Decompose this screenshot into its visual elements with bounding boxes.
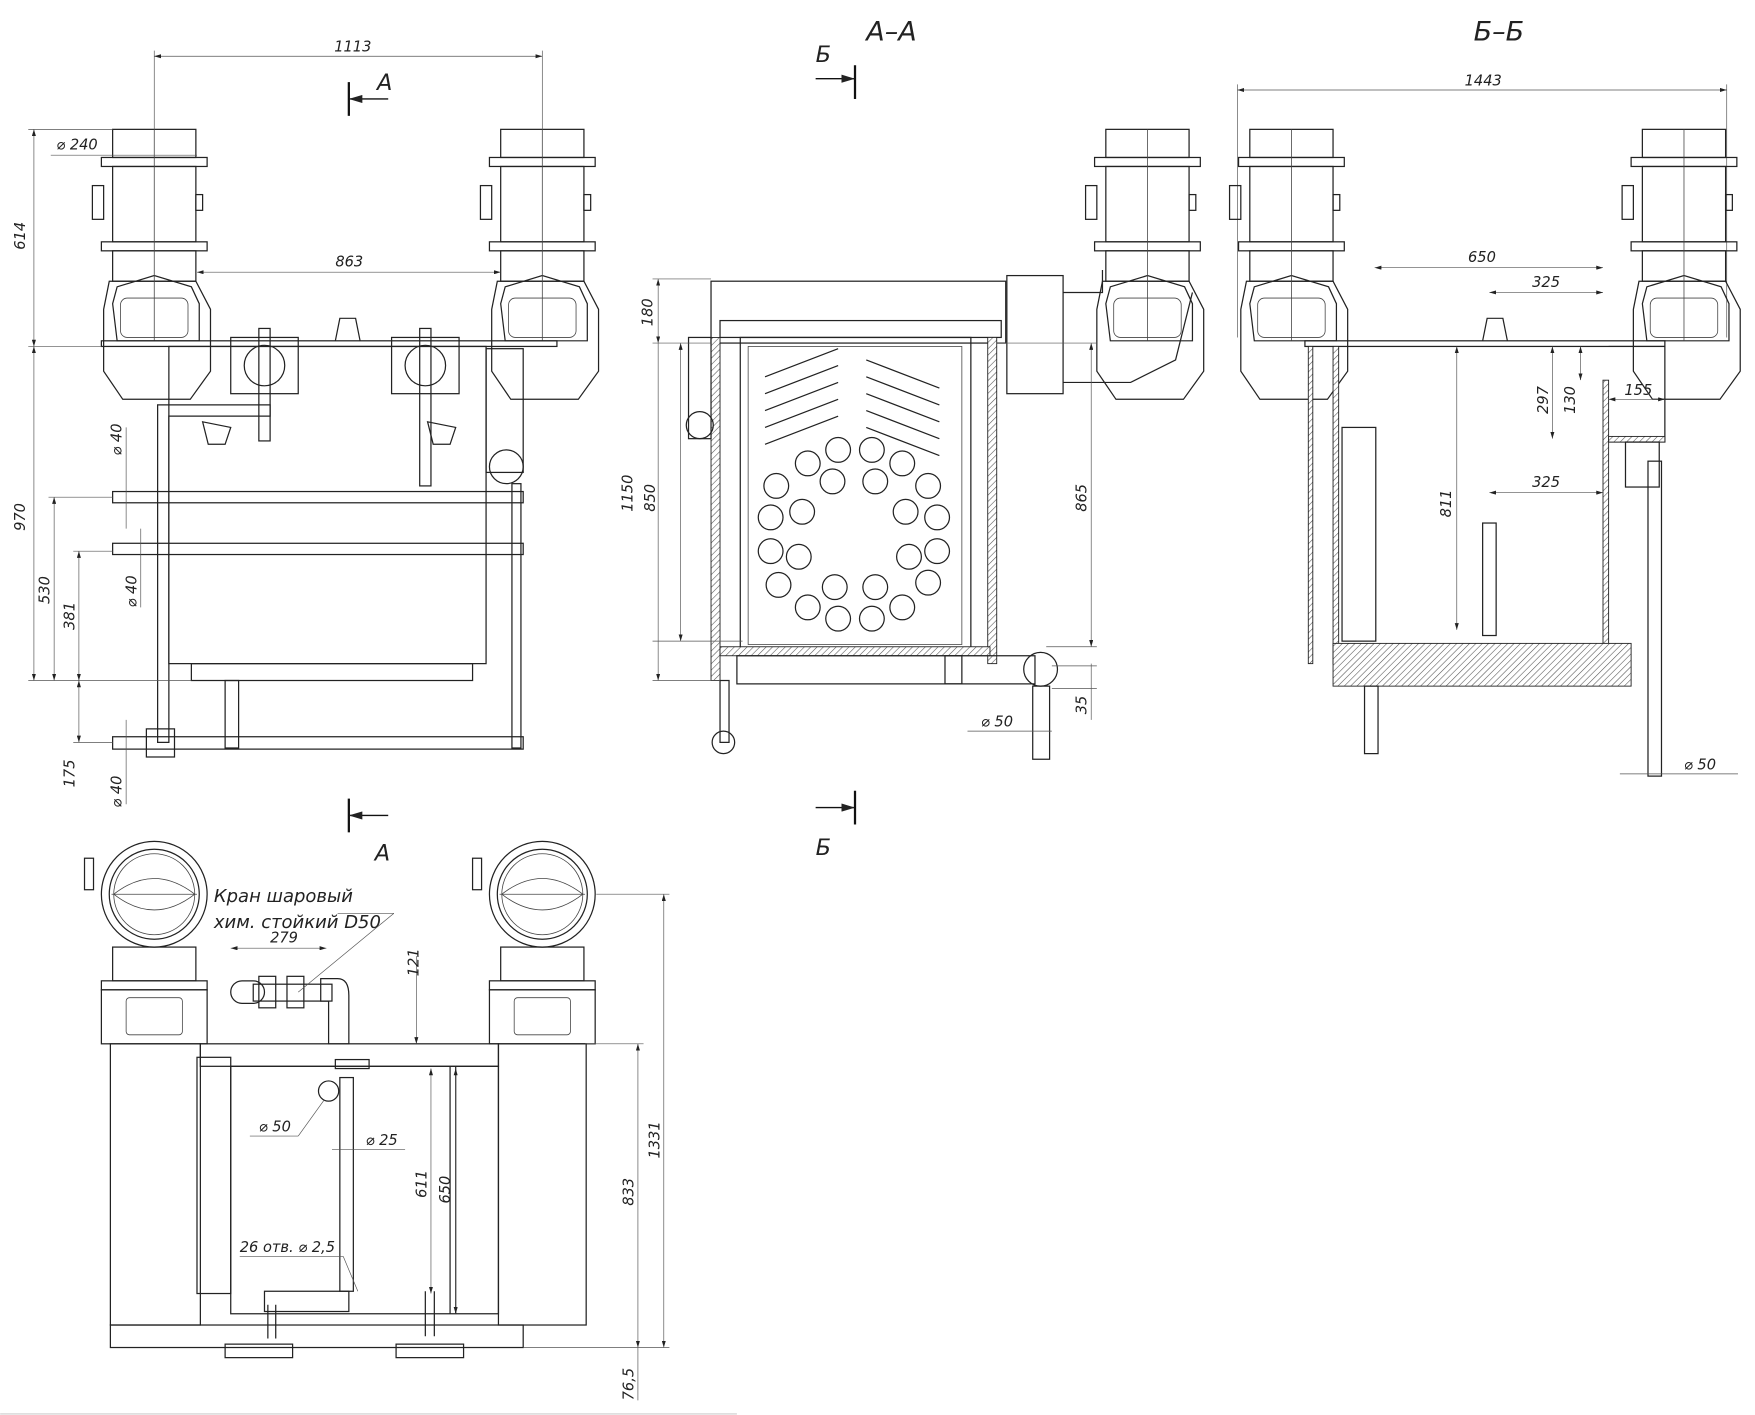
dim-76-5: 76,5	[620, 1368, 637, 1401]
dim-d240: ⌀ 240	[56, 137, 97, 154]
dim-811: 811	[1438, 490, 1455, 518]
section-mark-b-top: Б	[816, 42, 831, 68]
dim-121: 121	[406, 948, 423, 976]
dim-863: 863	[335, 254, 363, 271]
dim-614: 614	[12, 222, 29, 250]
section-title-bb: Б–Б	[1474, 16, 1525, 47]
dim-833: 833	[620, 1178, 637, 1206]
dim-530: 530	[37, 576, 54, 604]
dim-d25: ⌀ 25	[366, 1132, 398, 1149]
dim-970: 970	[12, 503, 29, 531]
plan-view: Кран шаровый хим. стойкий D50 279 121 ⌀ …	[0, 840, 737, 1415]
dim-175: 175	[61, 759, 78, 787]
dim-180: 180	[640, 298, 657, 326]
dim-865: 865	[1074, 484, 1091, 512]
dim-650-bb: 650	[1468, 249, 1496, 266]
section-mark-a-bottom: A	[373, 840, 390, 866]
dim-381: 381	[61, 602, 78, 630]
valve-callout-line2: хим. стойкий D50	[213, 912, 381, 933]
dim-d40-c: ⌀ 40	[109, 776, 126, 808]
valve-right	[390, 327, 460, 487]
dim-d40-a: ⌀ 40	[109, 424, 126, 456]
dim-35: 35	[1074, 696, 1091, 715]
dim-d50-bb: ⌀ 50	[1684, 756, 1716, 773]
section-mark-b-bottom: Б	[816, 835, 831, 861]
dim-1113: 1113	[334, 39, 371, 56]
dim-d50-plan: ⌀ 50	[259, 1119, 291, 1136]
ball-valve	[230, 975, 350, 1045]
front-view: 1113 863 ⌀ 240 614 970 530 381 175 ⌀ 40 …	[12, 39, 600, 866]
dim-1331: 1331	[646, 1121, 663, 1158]
dim-325-top: 325	[1532, 274, 1560, 291]
section-b-b: Б–Б 1443 650 325 325 297 130 155 811 ⌀ 5…	[1228, 16, 1741, 777]
dim-d40-b: ⌀ 40	[123, 575, 140, 607]
dim-611: 611	[413, 1170, 430, 1198]
dim-d50-aa: ⌀ 50	[981, 714, 1013, 731]
dim-650-plan: 650	[437, 1176, 454, 1204]
dim-325-bottom: 325	[1532, 474, 1560, 491]
section-mark-a-top: A	[375, 70, 392, 96]
section-title-aa: A–A	[864, 16, 916, 47]
valve-callout-line1: Кран шаровый	[214, 886, 353, 907]
section-a-a: A–A Б Б 180 1150 850 865 35 ⌀ 50	[619, 16, 1205, 861]
dim-279: 279	[270, 930, 298, 947]
dim-155: 155	[1624, 382, 1652, 399]
dim-1443: 1443	[1465, 72, 1502, 89]
dim-1150: 1150	[619, 475, 636, 512]
valve-left	[230, 327, 299, 442]
holes-note: 26 отв. ⌀ 2,5	[240, 1239, 335, 1256]
dim-130: 130	[1562, 386, 1579, 414]
dim-850: 850	[642, 484, 659, 512]
dim-297: 297	[1535, 385, 1552, 414]
